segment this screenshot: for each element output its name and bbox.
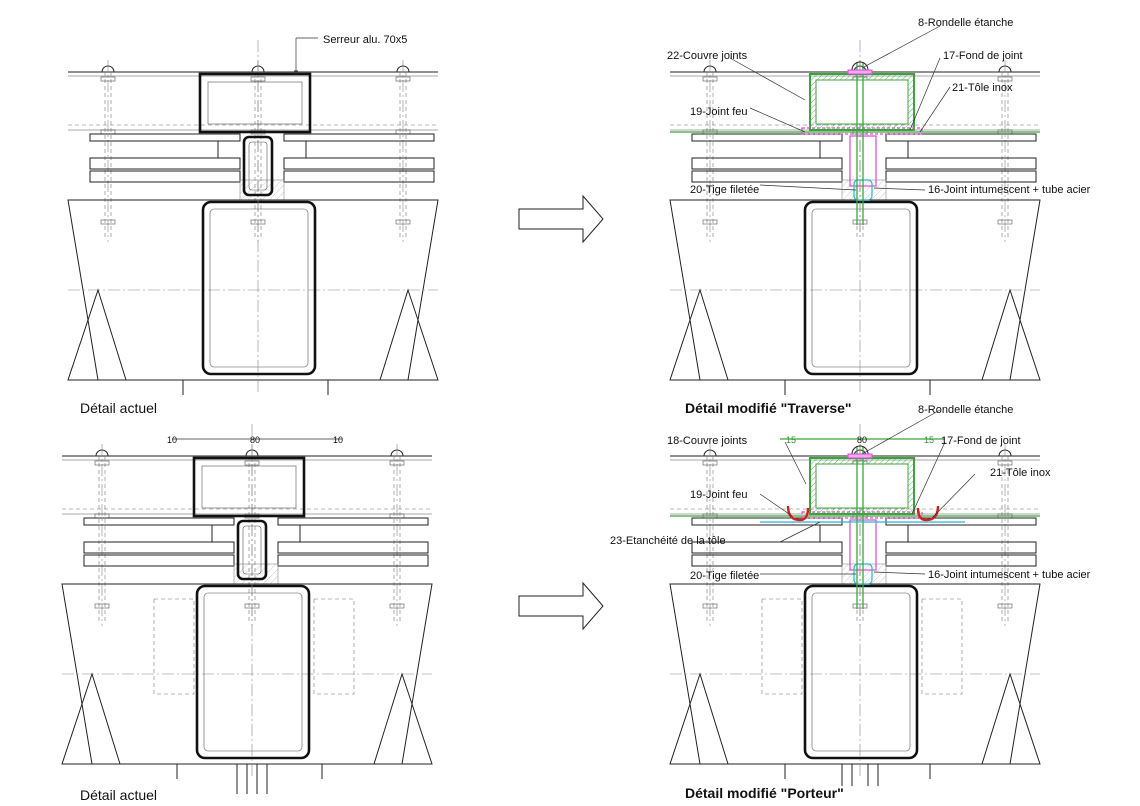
arrow-right-bottom-icon	[518, 581, 604, 631]
label-21-tole-bottom: 21-Tôle inox	[990, 467, 1051, 479]
label-20-tige-bottom: 20-Tige filetée	[690, 570, 759, 582]
panel-bottom-left	[62, 424, 432, 794]
dim-bottom-left-2: 80	[250, 435, 260, 445]
label-17-fond-bottom: 17-Fond de joint	[941, 435, 1021, 447]
label-18-couvre-joints: 18-Couvre joints	[667, 435, 748, 447]
label-17-fond-top: 17-Fond de joint	[943, 50, 1023, 62]
label-8-rondelle-bottom: 8-Rondelle étanche	[918, 404, 1013, 416]
dim-bottom-left-3: 10	[333, 435, 343, 445]
caption-bottom-left: Détail actuel	[80, 787, 157, 803]
panel-top-left	[68, 37, 438, 395]
label-23-etancheite: 23-Etanchéité de la tôle	[610, 535, 726, 547]
label-16-joint-bottom: 16-Joint intumescent + tube acier	[928, 569, 1091, 581]
label-20-tige-top: 20-Tige filetée	[690, 184, 759, 196]
label-19-joint-feu-top: 19-Joint feu	[690, 106, 747, 118]
dim-bottom-right-2: 80	[857, 435, 867, 445]
label-21-tole-top: 21-Tôle inox	[952, 82, 1013, 94]
panel-top-right	[670, 25, 1040, 395]
label-22-couvre-joints: 22-Couvre joints	[667, 50, 748, 62]
label-16-joint-top: 16-Joint intumescent + tube acier	[928, 184, 1091, 196]
label-8-rondelle-top: 8-Rondelle étanche	[918, 17, 1013, 29]
label-serreur: Serreur alu. 70x5	[323, 34, 407, 46]
dim-bottom-left-1: 10	[167, 435, 177, 445]
caption-bottom-right: Détail modifié "Porteur"	[685, 785, 844, 801]
arrow-right-top-icon	[518, 194, 604, 244]
dim-bottom-right-1: 15	[786, 435, 796, 445]
caption-top-right: Détail modifié "Traverse"	[685, 400, 852, 416]
panel-bottom-right	[670, 409, 1040, 786]
label-19-joint-feu-bottom: 19-Joint feu	[690, 489, 747, 501]
dim-bottom-right-3: 15	[924, 435, 934, 445]
caption-top-left: Détail actuel	[80, 400, 157, 416]
